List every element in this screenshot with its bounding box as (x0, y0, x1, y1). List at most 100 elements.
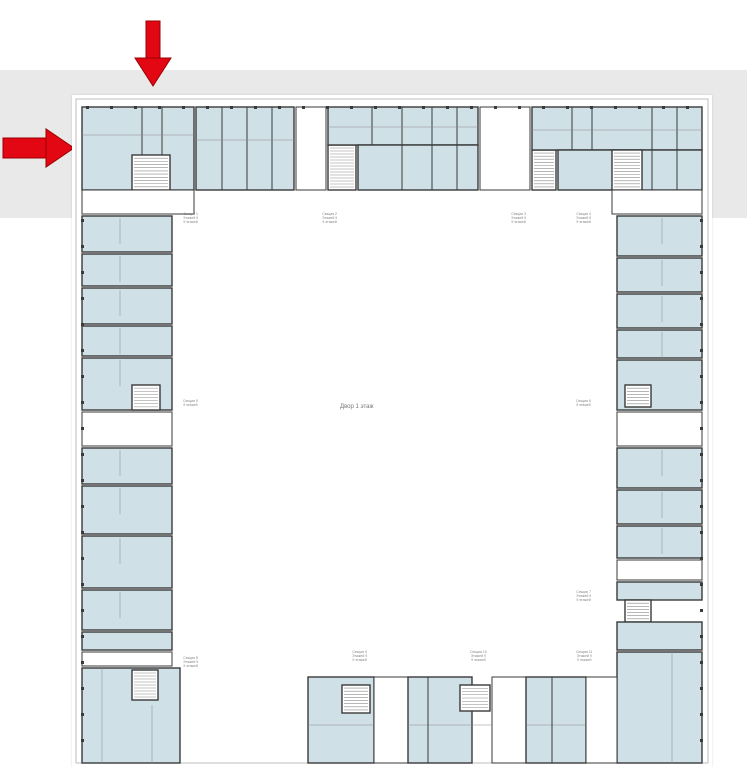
column (81, 609, 84, 612)
section-label: Секция 4 Этажей 9 9 этажей (576, 212, 592, 224)
column (302, 106, 305, 109)
apartment (81, 447, 173, 485)
column (81, 739, 84, 742)
arrow-down-icon (134, 20, 172, 87)
corridor (81, 189, 195, 215)
column (700, 583, 703, 586)
section-label: Секция 10 Этажей 9 9 этажей (470, 650, 487, 662)
column (700, 713, 703, 716)
column (700, 609, 703, 612)
column (700, 661, 703, 664)
apartment (531, 106, 703, 151)
corridor (373, 676, 409, 764)
section-label: Секция 6 9 этажей (576, 399, 591, 407)
column (81, 453, 84, 456)
section-label: Секция 8 Этажей 9 9 этажей (183, 656, 199, 668)
corridor (616, 559, 703, 581)
apartment (616, 257, 703, 293)
apartment (616, 651, 703, 764)
corridor (479, 106, 531, 191)
column (700, 323, 703, 326)
corridor (295, 106, 327, 191)
stair-core (131, 154, 171, 191)
column (700, 479, 703, 482)
column (700, 219, 703, 222)
apartment (327, 106, 479, 146)
apartment (81, 253, 173, 287)
apartment (81, 485, 173, 535)
column (700, 401, 703, 404)
column (700, 635, 703, 638)
column (230, 106, 233, 109)
section-label: Секция 9 Этажей 9 9 этажей (352, 650, 368, 662)
column (398, 106, 401, 109)
column (700, 245, 703, 248)
column (81, 271, 84, 274)
column (326, 106, 329, 109)
column (254, 106, 257, 109)
corridor (611, 189, 703, 215)
apartment (407, 676, 473, 764)
column (700, 505, 703, 508)
column (81, 297, 84, 300)
column (81, 557, 84, 560)
apartment (616, 293, 703, 329)
column (81, 427, 84, 430)
section-label: Секция 11 Этажей 9 9 этажей (576, 650, 593, 662)
column (700, 427, 703, 430)
arrow-right-icon (2, 128, 75, 168)
column (686, 106, 689, 109)
apartment (81, 535, 173, 589)
apartment (81, 589, 173, 631)
apartment (616, 329, 703, 359)
column (542, 106, 545, 109)
section-label: Секция 2 Этажей 9 9 этажей (322, 212, 338, 224)
apartment (357, 144, 479, 191)
column (638, 106, 641, 109)
apartment (616, 215, 703, 257)
corridor (491, 676, 527, 764)
column (494, 106, 497, 109)
corridor (81, 411, 173, 447)
column (662, 106, 665, 109)
apartment (616, 447, 703, 489)
column (182, 106, 185, 109)
column (700, 739, 703, 742)
stair-core (611, 149, 643, 191)
corridor (616, 411, 703, 447)
column (134, 106, 137, 109)
stair-core (327, 144, 357, 191)
apartment (307, 676, 375, 764)
column (374, 106, 377, 109)
yard-label: Двор 1 этаж (340, 404, 374, 410)
column (81, 713, 84, 716)
column (81, 661, 84, 664)
stair-core (341, 684, 371, 714)
column (81, 245, 84, 248)
corridor (81, 651, 173, 667)
apartment (195, 106, 295, 191)
corridor (585, 676, 618, 764)
column (158, 106, 161, 109)
column (470, 106, 473, 109)
stair-core (624, 384, 652, 408)
column (81, 479, 84, 482)
column (81, 219, 84, 222)
column (81, 375, 84, 378)
column (81, 583, 84, 586)
column (81, 349, 84, 352)
column (422, 106, 425, 109)
apartment (525, 676, 587, 764)
column (518, 106, 521, 109)
column (700, 557, 703, 560)
apartment (616, 525, 703, 559)
floor-plan-drawing (75, 98, 709, 764)
apartment (81, 667, 181, 764)
apartment (81, 287, 173, 325)
column (81, 401, 84, 404)
apartment (81, 631, 173, 651)
column (81, 635, 84, 638)
column (700, 297, 703, 300)
apartment (616, 489, 703, 525)
section-label: Секция 3 Этажей 9 9 этажей (511, 212, 527, 224)
